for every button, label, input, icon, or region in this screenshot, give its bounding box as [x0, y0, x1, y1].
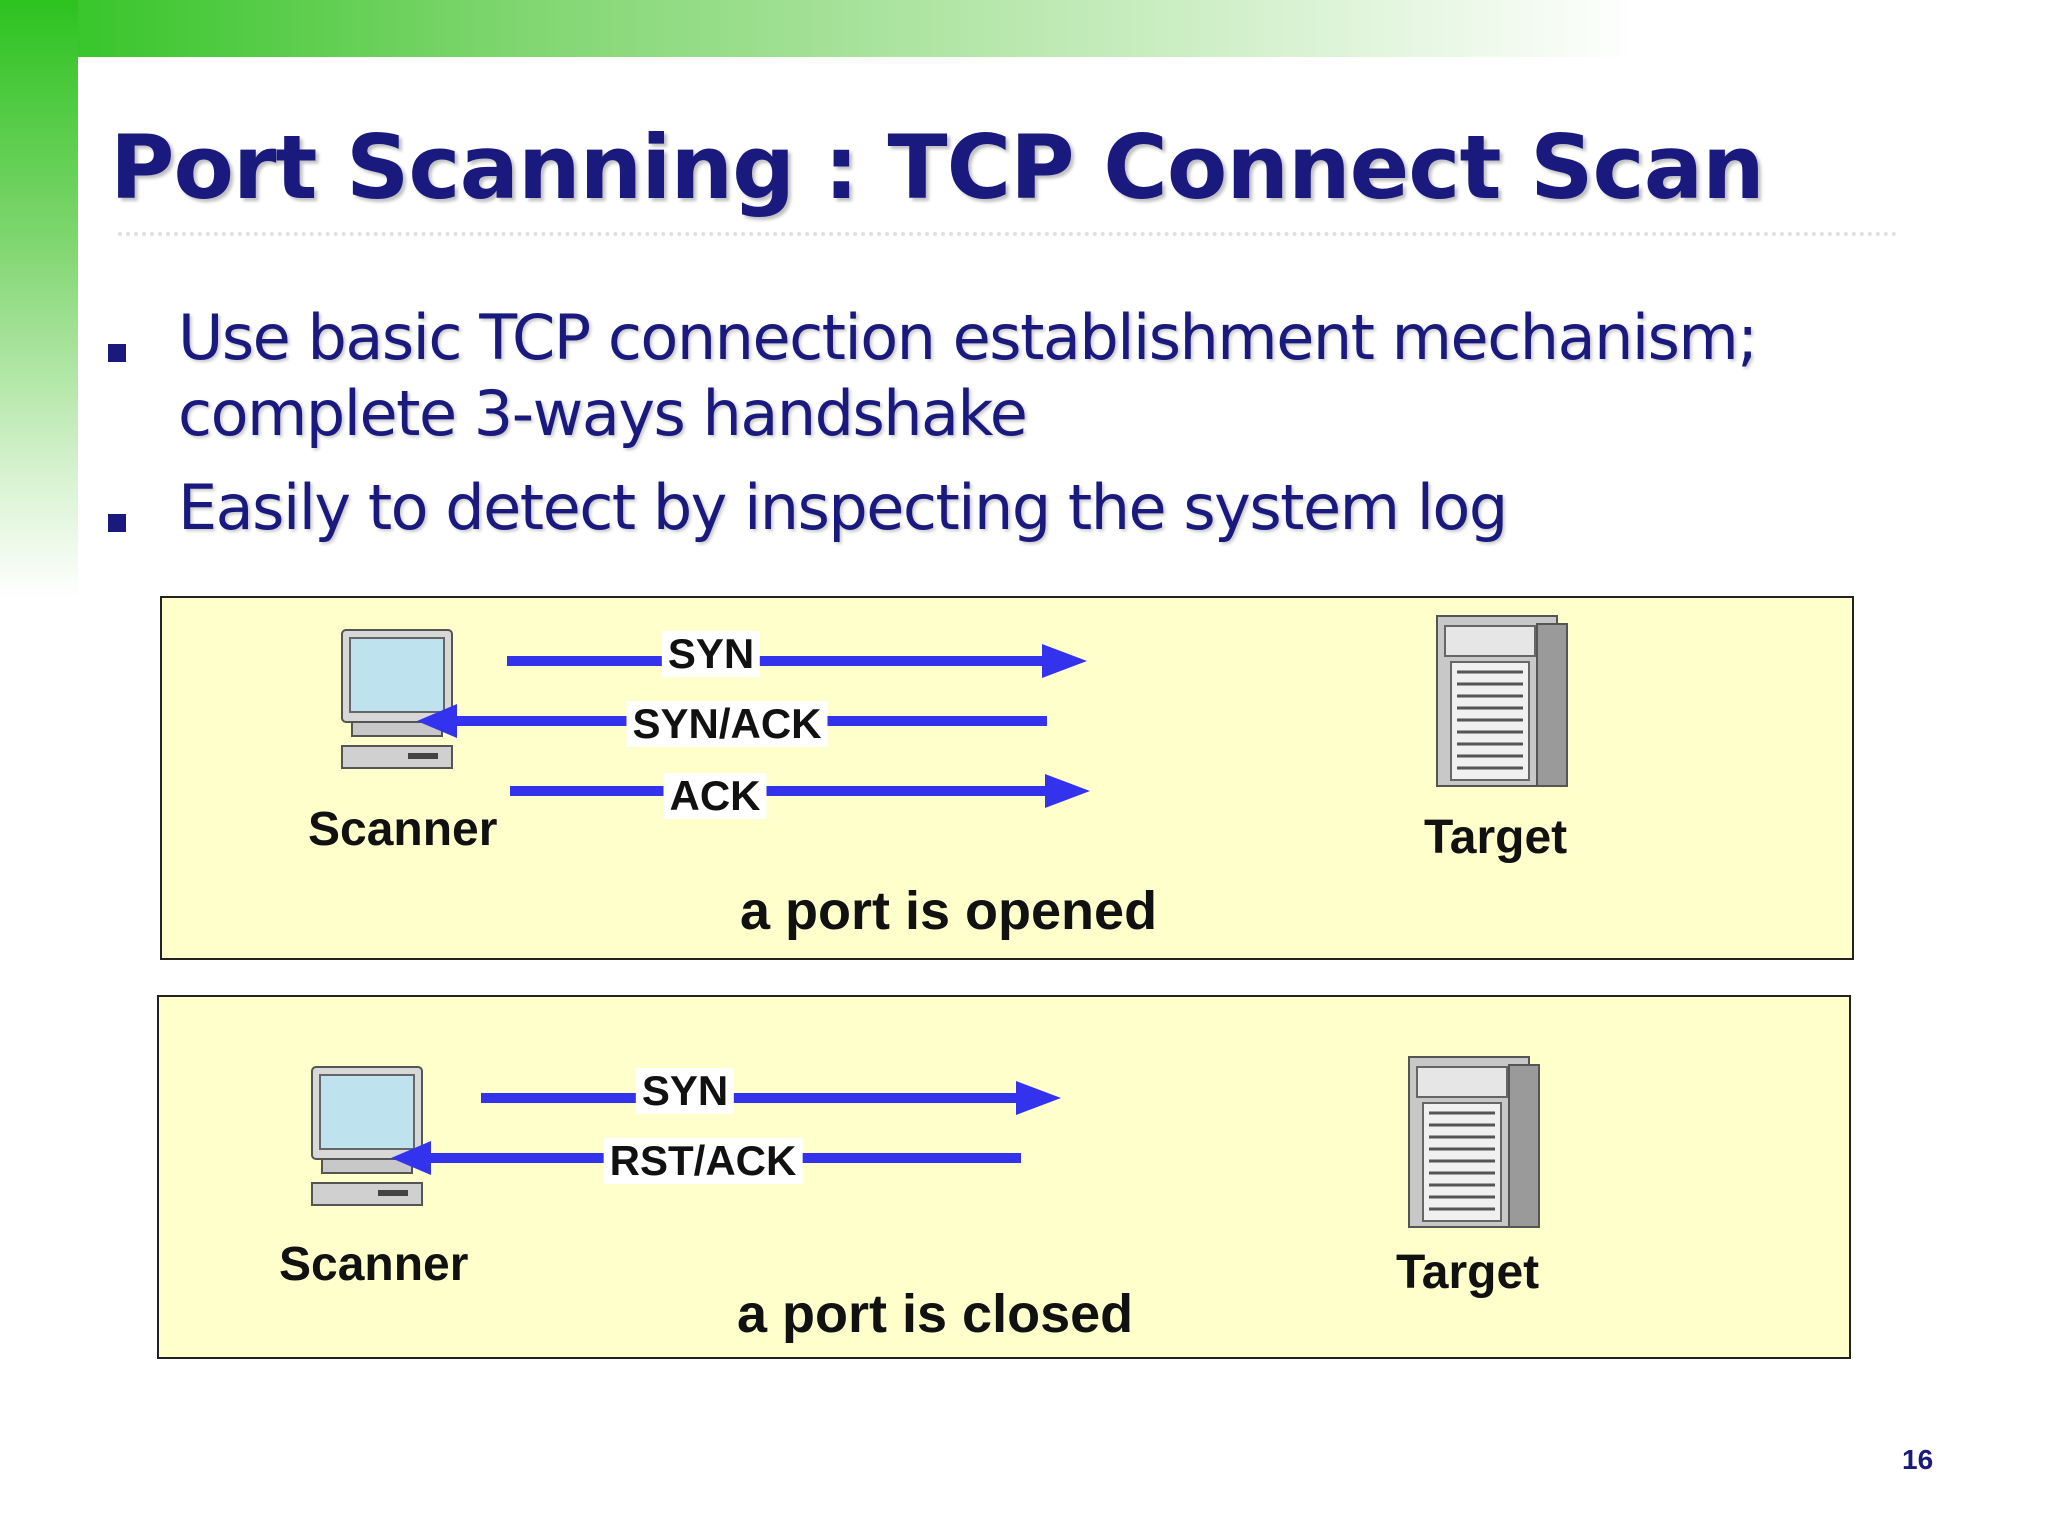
target-label: Target [1396, 1246, 1540, 1299]
handshake-diagram-closed [311, 1056, 1540, 1228]
scanner-label: Scanner [308, 803, 498, 856]
arrow-syn-right [481, 1081, 1061, 1115]
message-label-rstack: RST/ACK [603, 1138, 803, 1184]
bullet-text-line: Easily to detect by inspecting the syste… [178, 471, 1508, 544]
message-label-syn: SYN [661, 631, 761, 677]
title-divider [118, 232, 1898, 236]
desktop-computer-icon [341, 629, 453, 769]
bullet-item: Easily to detect by inspecting the syste… [104, 470, 1904, 546]
top-gradient-band [0, 0, 2048, 57]
message-label-synack: SYN/ACK [626, 701, 828, 747]
message-label-ack: ACK [663, 773, 767, 819]
message-label-syn: SYN [635, 1068, 735, 1114]
arrow-syn-right [507, 644, 1087, 678]
target-label: Target [1424, 811, 1568, 864]
page-number: 16 [1902, 1444, 1934, 1475]
server-tower-icon [1436, 615, 1568, 787]
bullet-text-line: Use basic TCP connection establishment m… [178, 301, 1758, 374]
diagram-panel-port-opened: SYN SYN/ACK ACK Scanner Target a port is… [160, 596, 1854, 960]
arrow-ack-right [510, 774, 1090, 808]
square-bullet-icon [108, 514, 126, 532]
desktop-computer-icon [311, 1066, 423, 1206]
handshake-diagram-opened [341, 615, 1568, 808]
slide-title: Port Scanning : TCP Connect Scan [110, 116, 1765, 219]
diagram-caption: a port is opened [740, 881, 1158, 941]
left-gradient-band [0, 0, 78, 600]
scanner-label: Scanner [279, 1238, 469, 1291]
server-tower-icon [1408, 1056, 1540, 1228]
bullet-list: Use basic TCP connection establishment m… [104, 300, 1904, 564]
diagram-panel-port-closed: SYN RST/ACK Scanner Target a port is clo… [157, 995, 1851, 1359]
diagram-caption: a port is closed [737, 1284, 1134, 1344]
square-bullet-icon [108, 344, 126, 362]
bullet-item: Use basic TCP connection establishment m… [104, 300, 1904, 452]
bullet-text-line: complete 3-ways handshake [178, 377, 1028, 450]
